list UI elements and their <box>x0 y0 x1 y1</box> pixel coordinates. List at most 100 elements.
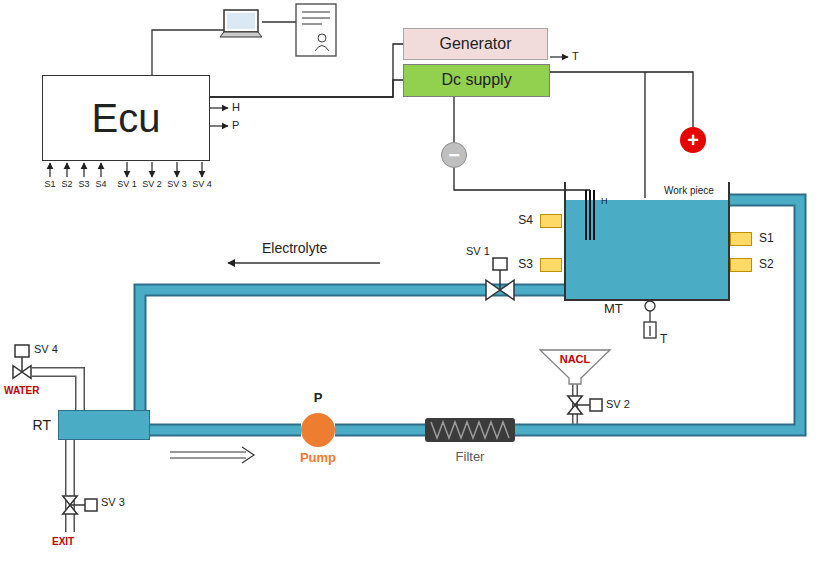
machining-tank-outline <box>589 190 591 240</box>
solenoid-valve <box>568 405 582 414</box>
flow-label: Electrolyte <box>262 240 327 256</box>
exit-pipe <box>67 440 74 532</box>
pipe-body <box>150 424 301 437</box>
machining-tank-outline <box>585 190 587 240</box>
signal-label: S2 <box>61 179 72 189</box>
filter-outline <box>425 418 515 442</box>
wire-line <box>453 97 454 142</box>
ecu-signal-arrows <box>83 163 84 177</box>
report-icon <box>302 12 330 24</box>
machining-tank-outline <box>593 190 595 240</box>
output-label: P <box>232 119 239 132</box>
sensor: S2 <box>730 258 752 272</box>
solenoid-valve <box>486 258 514 300</box>
ecu-signal-arrows <box>66 163 67 177</box>
machining-tank: Work pieceMT <box>564 182 730 318</box>
solenoid-valve <box>63 496 77 505</box>
signal-label: S1 <box>44 179 55 189</box>
flow-arrow <box>170 452 246 458</box>
node-text: Filter <box>365 450 575 465</box>
solenoid-valve <box>486 280 500 300</box>
solenoid-valve <box>500 280 514 300</box>
sensor: S3 <box>540 258 562 272</box>
node-text: − <box>442 144 466 167</box>
pipe <box>140 290 564 410</box>
node-text: + <box>680 129 706 152</box>
electrode-wires <box>454 168 590 190</box>
ecu-signal-arrows <box>100 163 101 177</box>
machining-tank-outline <box>565 182 729 300</box>
node-text: S2 <box>759 258 774 272</box>
computer-link <box>262 21 296 22</box>
output-label: H <box>232 101 240 114</box>
exit-pipe <box>70 440 71 532</box>
laptop-icon <box>224 10 258 32</box>
solenoid-valve <box>63 505 77 514</box>
laptop-icon <box>220 10 262 37</box>
node-text: S4 <box>518 214 533 228</box>
node-text: S3 <box>518 258 533 272</box>
solenoid-valve <box>499 270 501 290</box>
pipe-body <box>515 200 800 430</box>
report-icon <box>296 4 336 56</box>
wire <box>550 72 693 127</box>
sensor: S1 <box>730 232 752 246</box>
electrode-wires <box>644 72 645 198</box>
electrode-label: H <box>601 196 608 206</box>
valve-label: SV 4 <box>34 343 58 356</box>
pipe <box>515 200 800 430</box>
solenoid-valve <box>22 366 31 379</box>
temperature-sensor <box>649 326 650 336</box>
signal-label: SV 3 <box>167 179 187 189</box>
ecu-signal-arrows <box>210 125 228 126</box>
exit-pipe <box>65 440 75 532</box>
ecu-signal-arrows <box>126 162 127 177</box>
pipe-body <box>150 426 301 435</box>
temperature-sensor <box>644 322 656 338</box>
node-text: Work piece <box>664 185 714 197</box>
ecu-signal-arrows <box>151 162 152 177</box>
solenoid-valve <box>575 404 590 406</box>
wire <box>210 80 403 97</box>
temperature-sensor <box>649 311 650 322</box>
outlet-label: EXIT <box>52 536 74 548</box>
signal-label: S4 <box>95 179 106 189</box>
flow-arrow <box>242 447 254 463</box>
flow-arrow <box>170 447 254 463</box>
solenoid-valve <box>15 345 29 357</box>
pipe-body <box>140 290 564 410</box>
pipe-body <box>140 290 564 410</box>
ecu-signal-arrows <box>210 107 228 108</box>
wire-line <box>550 72 693 127</box>
solenoid-valve <box>21 357 23 372</box>
controller-box: Ecu <box>42 75 210 161</box>
report-icon <box>296 4 336 56</box>
reservoir-tank: RT <box>58 410 150 440</box>
sensor: S4 <box>540 214 562 228</box>
solenoid-valve <box>568 396 602 414</box>
solenoid-valve <box>63 496 97 514</box>
signal-label: SV 2 <box>142 179 162 189</box>
wire-line <box>210 44 403 97</box>
solenoid-valve <box>70 504 85 506</box>
valve-label: SV 2 <box>606 398 630 411</box>
node-text: Pump <box>241 451 395 466</box>
laptop-icon <box>220 32 262 37</box>
generator-box: Generator <box>403 28 548 60</box>
filter-outline <box>431 422 509 438</box>
pipe <box>335 430 425 431</box>
sensor-label: T <box>660 333 667 347</box>
solenoid-valve <box>85 499 97 511</box>
ecu-signal-arrows <box>49 163 50 177</box>
pipe-body <box>335 426 425 435</box>
solenoid-valve <box>13 366 22 379</box>
ecu-signal-arrows <box>176 162 177 177</box>
pipe-body <box>335 424 425 437</box>
output-label: T <box>572 50 579 63</box>
ecu-signal-arrows <box>550 56 568 57</box>
node-text: RT <box>33 417 51 433</box>
filter: Filter <box>425 418 515 442</box>
wire-line <box>210 80 403 97</box>
negative-terminal: − <box>441 142 467 168</box>
laptop-icon <box>227 13 255 29</box>
